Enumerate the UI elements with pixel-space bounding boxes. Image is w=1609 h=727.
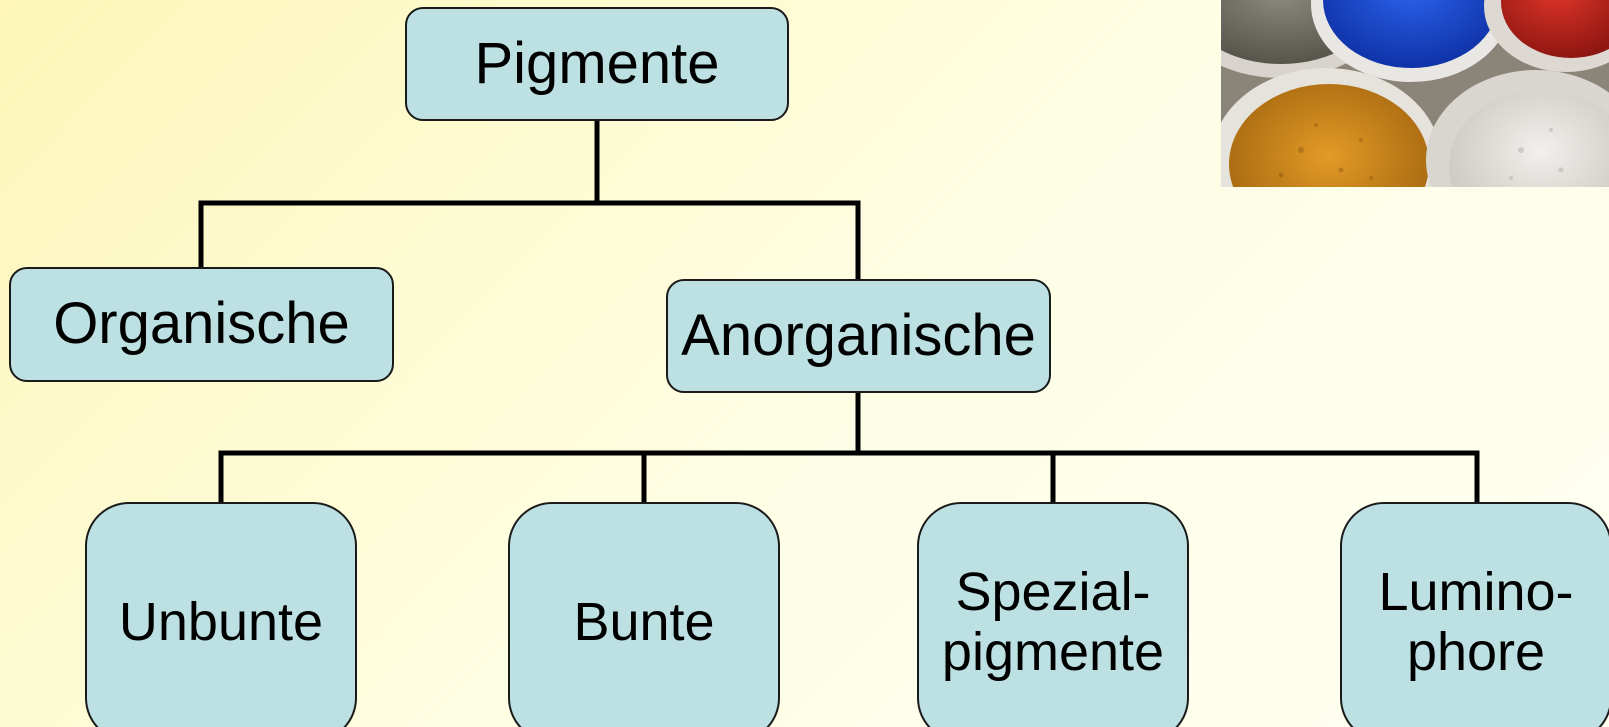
node-unbunte: Unbunte [85,502,357,727]
node-organische: Organische [9,267,394,382]
pigment-bowls-image [1221,0,1609,187]
pigment-bowls-photo [1221,0,1609,187]
node-anorganische: Anorganische [666,279,1051,393]
node-pigmente: Pigmente [405,7,789,121]
node-spezialpigmente: Spezial- pigmente [917,502,1189,727]
node-luminophore: Lumino- phore [1340,502,1609,727]
node-bunte: Bunte [508,502,780,727]
